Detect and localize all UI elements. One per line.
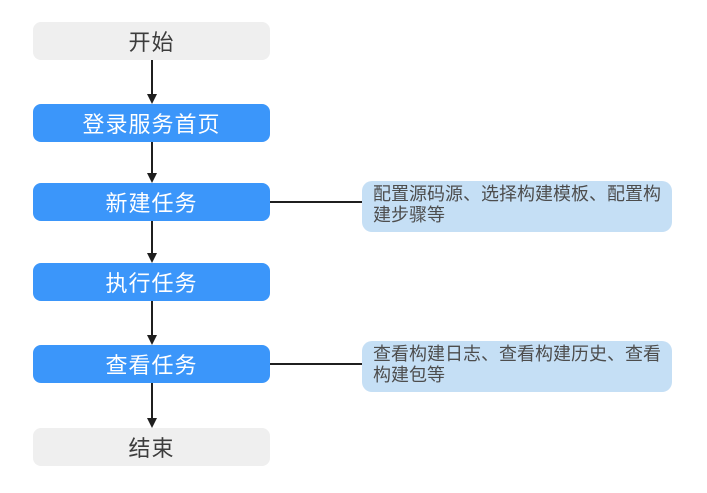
flow-node-start: 开始 <box>33 22 270 60</box>
arrow-view-task-to-end <box>151 383 153 418</box>
annotation-line: 查看构建日志、查看构建历史、查看 <box>373 344 661 364</box>
flow-node-create-task: 新建任务 <box>33 183 270 221</box>
connector-view-task-to-note <box>270 363 362 365</box>
annotation-create-task: 配置源码源、选择构建模板、配置构 建步骤等 <box>362 181 672 232</box>
flow-node-view-task: 查看任务 <box>33 345 270 383</box>
flow-node-login-service-home: 登录服务首页 <box>33 104 270 142</box>
annotation-line: 建步骤等 <box>373 205 445 225</box>
annotation-line: 配置源码源、选择构建模板、配置构 <box>373 184 661 204</box>
arrow-execute-to-view-task <box>151 301 153 335</box>
annotation-line: 构建包等 <box>373 365 445 385</box>
arrow-login-to-create-task <box>151 142 153 173</box>
annotation-view-task: 查看构建日志、查看构建历史、查看 构建包等 <box>362 341 672 392</box>
connector-create-task-to-note <box>270 201 362 203</box>
arrow-create-to-execute-task <box>151 221 153 253</box>
arrow-start-to-login <box>151 60 153 94</box>
flow-node-end: 结束 <box>33 428 270 466</box>
flow-node-execute-task: 执行任务 <box>33 263 270 301</box>
